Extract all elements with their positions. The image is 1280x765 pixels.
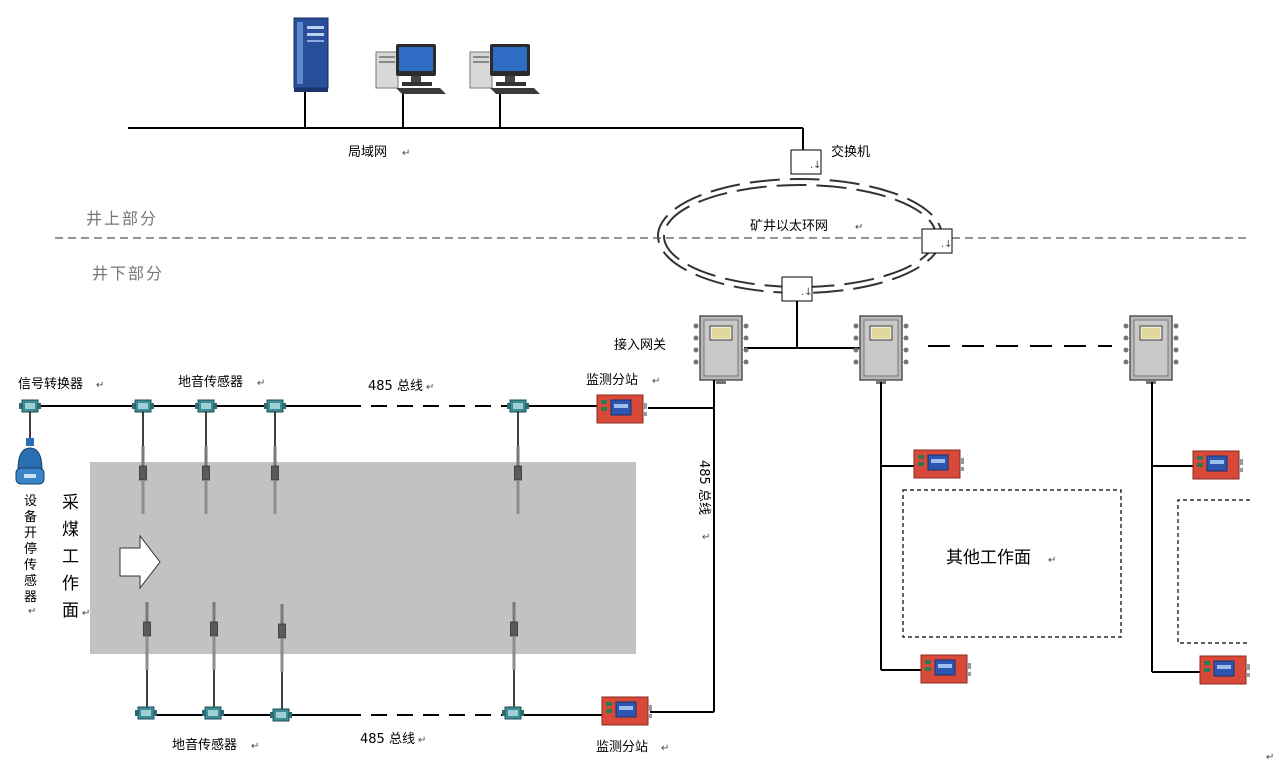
monitoring-station-icon [601, 696, 653, 726]
monitoring-station-icon [913, 449, 965, 479]
workface-char: 采 [62, 493, 79, 513]
equipment-switch-sensor-icon [15, 438, 45, 485]
paragraph-mark: ↵ [251, 741, 259, 752]
equip-sensor-char: 停 [24, 541, 37, 557]
below-ground-label: 井下部分 [92, 264, 164, 283]
advance-direction-arrow-icon [119, 534, 161, 590]
network-switch-icon [781, 276, 814, 302]
other-workface-label: 其他工作面 [946, 548, 1031, 568]
paragraph-mark: ↵ [702, 532, 710, 543]
geo-sound-sensor-icon [134, 706, 158, 720]
monitoring-station-icon [1192, 450, 1244, 480]
server-tower-icon [293, 17, 329, 93]
desktop-computer-icon [469, 43, 541, 95]
equip-sensor-char: 设 [24, 494, 37, 509]
bus-top-label: 485 总线 [368, 379, 423, 394]
workface-char: 煤 [62, 520, 79, 540]
lan-label: 局域网 [348, 145, 387, 160]
network-switch-icon [790, 149, 823, 175]
paragraph-mark: ↵ [257, 378, 265, 389]
station-bottom-label: 监测分站 [596, 740, 648, 755]
paragraph-mark: ↵ [652, 376, 660, 387]
signal-converter-label: 信号转换器 [18, 377, 83, 392]
ring-label: 矿井以太环网 [750, 219, 828, 234]
bus-vertical-label: 485 总线 [696, 460, 711, 515]
monitoring-station-icon [596, 394, 648, 424]
equip-sensor-char: 器 [24, 590, 37, 605]
geo-sound-sensor-icon [501, 706, 525, 720]
paragraph-mark: ↵ [426, 382, 434, 393]
geo-sound-sensor-icon [131, 399, 155, 413]
workface-char: 作 [62, 574, 79, 594]
equip-sensor-char: 开 [24, 526, 37, 541]
monitoring-station-icon [920, 654, 972, 684]
equip-sensor-char: 感 [24, 573, 37, 589]
paragraph-mark: ↵ [855, 222, 863, 233]
geo-sensor-bottom-label: 地音传感器 [172, 737, 237, 753]
bus-bottom-label: 485 总线 [360, 732, 415, 747]
gateway-cabinet-icon [692, 315, 750, 385]
paragraph-mark: ↵ [418, 735, 426, 746]
geo-sound-sensor-icon [263, 399, 287, 413]
geo-sound-sensor-icon [506, 399, 530, 413]
other-workface-box-partial [1177, 499, 1250, 644]
gateway-cabinet-icon [852, 315, 910, 385]
network-switch-icon [921, 228, 954, 254]
geo-sound-sensor-icon [194, 399, 218, 413]
equip-sensor-char: 传 [24, 558, 37, 573]
gateway-cabinet-icon [1122, 315, 1180, 385]
switch-label: 交换机 [831, 144, 870, 160]
ethernet-ring-inner [663, 184, 937, 288]
paragraph-mark: ↵ [82, 608, 90, 619]
gateway-label: 接入网关 [614, 337, 666, 353]
geo-sound-sensor-icon [269, 708, 293, 722]
paragraph-mark: ↵ [1048, 555, 1056, 566]
paragraph-mark: ↵ [1266, 752, 1274, 763]
monitoring-station-icon [1199, 655, 1251, 685]
geo-sound-sensor-icon [201, 706, 225, 720]
paragraph-mark: ↵ [402, 148, 410, 159]
paragraph-mark: ↵ [96, 380, 104, 391]
geo-sensor-top-label: 地音传感器 [178, 374, 243, 390]
desktop-computer-icon [375, 43, 447, 95]
other-workface-box [902, 489, 1122, 638]
workface-char: 工 [62, 547, 79, 567]
paragraph-mark: ↵ [661, 743, 669, 754]
signal-converter-icon [18, 399, 42, 413]
station-top-label: 监测分站 [586, 373, 638, 388]
equip-sensor-char: 备 [24, 509, 37, 525]
ethernet-ring [657, 178, 943, 294]
workface-char: 面 [62, 601, 79, 621]
coal-workface-area [90, 462, 636, 654]
above-ground-label: 井上部分 [86, 209, 158, 228]
paragraph-mark: ↵ [28, 606, 36, 617]
